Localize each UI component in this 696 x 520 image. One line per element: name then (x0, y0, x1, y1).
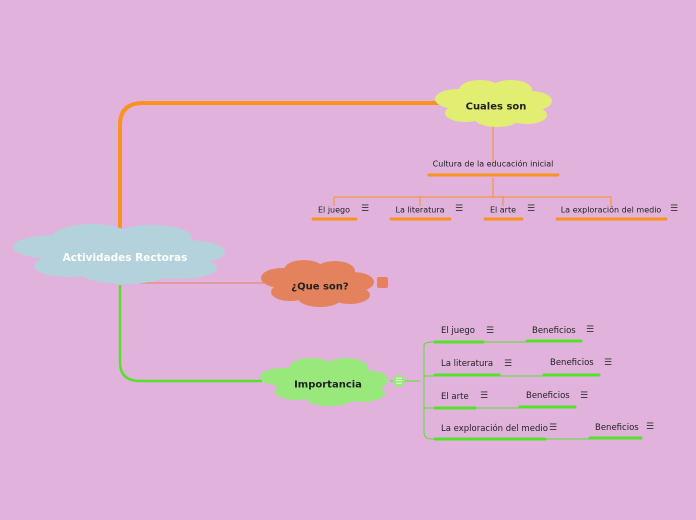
cuales-son-cloud[interactable] (435, 80, 552, 127)
menu-icon[interactable]: ☰ (454, 204, 464, 214)
menu-icon[interactable]: ☰ (360, 204, 370, 214)
importancia-child-arte[interactable]: El arte (441, 392, 469, 402)
importancia-child-exploracion-benefit[interactable]: Beneficios (595, 423, 639, 433)
importancia-cloud[interactable] (260, 358, 388, 406)
menu-icon[interactable]: ☰ (479, 391, 489, 401)
menu-icon[interactable]: ☰ (548, 423, 558, 433)
menu-icon[interactable]: ☰ (485, 326, 495, 336)
central-node-label[interactable]: Actividades Rectoras (62, 252, 188, 264)
cuales-child-literatura[interactable]: La literatura (395, 205, 445, 215)
importancia-child-literatura[interactable]: La literatura (441, 359, 494, 369)
que-son-cloud[interactable] (261, 260, 374, 307)
importancia-child-juego-benefit[interactable]: Beneficios (532, 326, 576, 336)
orange-underlines (311, 173, 668, 221)
importancia-menu-icon[interactable]: ☰ (395, 376, 403, 386)
menu-icon[interactable]: ☰ (645, 422, 655, 432)
central-cloud[interactable] (13, 224, 225, 284)
que-son-label[interactable]: ¿Que son? (291, 281, 349, 293)
connector-central-importancia (118, 285, 262, 383)
connector-importancia-children (390, 341, 440, 440)
menu-icon[interactable]: ☰ (603, 358, 613, 368)
cultura-node-label[interactable]: Cultura de la educación inicial (432, 159, 554, 169)
cuales-child-exploracion[interactable]: La exploración del medio (560, 205, 662, 215)
menu-icon[interactable]: ☰ (585, 325, 595, 335)
cuales-child-juego[interactable]: El juego (317, 205, 351, 215)
connector-cultura-children (333, 178, 612, 206)
importancia-collapse-handle[interactable] (393, 375, 405, 387)
importancia-child-arte-benefit[interactable]: Beneficios (526, 391, 570, 401)
cuales-son-label[interactable]: Cuales son (465, 101, 527, 113)
menu-icon[interactable]: ☰ (579, 391, 589, 401)
connector-central-cuales (118, 101, 440, 232)
green-underlines (433, 339, 643, 441)
menu-icon[interactable]: ☰ (526, 204, 536, 214)
connector-children-benefits (476, 341, 589, 440)
importancia-child-juego[interactable]: El juego (441, 326, 476, 336)
importancia-child-exploracion[interactable]: La exploración del medio (441, 424, 548, 434)
importancia-label[interactable]: Importancia (294, 379, 362, 391)
menu-icon[interactable]: ☰ (669, 204, 679, 214)
menu-icon[interactable]: ☰ (503, 359, 513, 369)
importancia-child-literatura-benefit[interactable]: Beneficios (550, 358, 594, 368)
cuales-child-arte[interactable]: El arte (489, 205, 517, 215)
que-son-note-marker[interactable] (377, 277, 388, 288)
